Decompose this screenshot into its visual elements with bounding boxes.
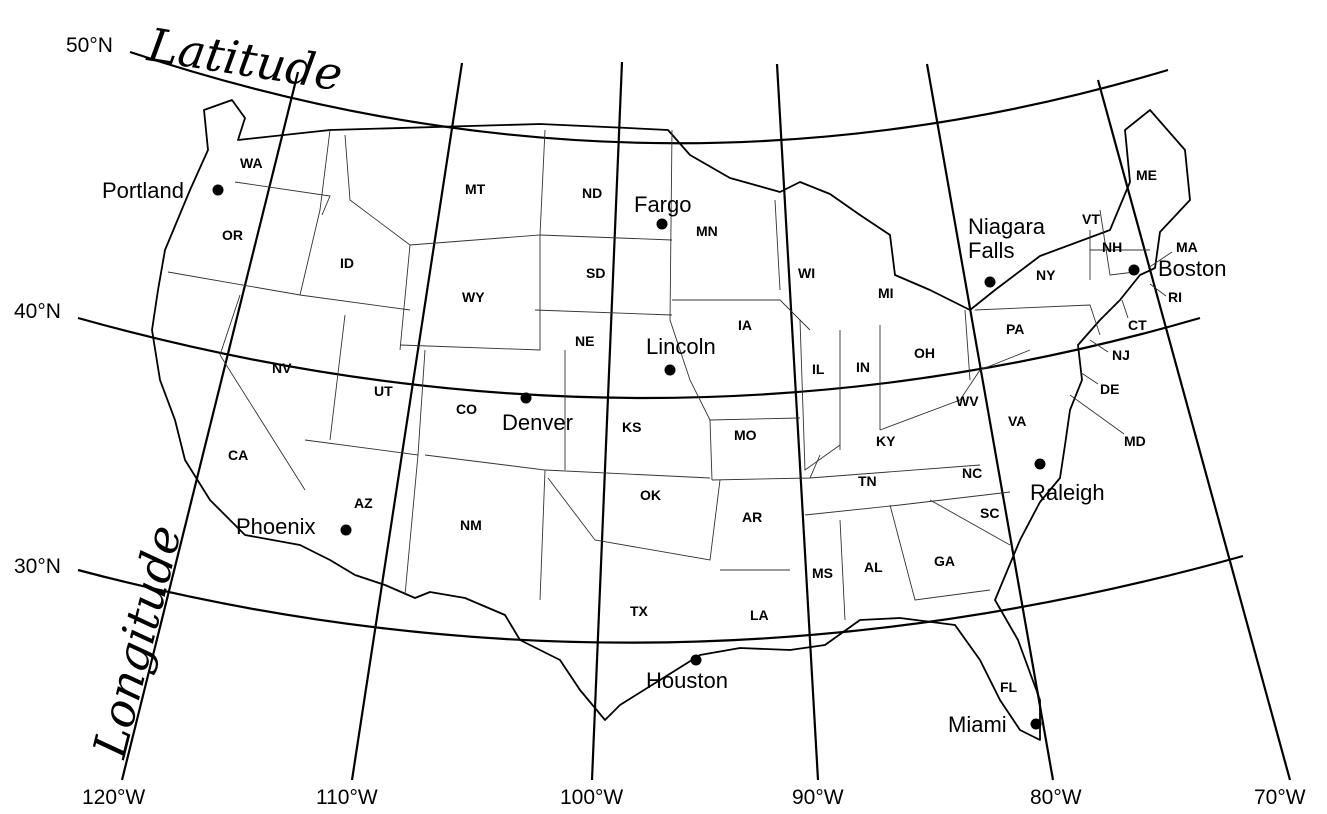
state-labels: WA OR CA ID NV MT WY UT AZ CO NM ND SD N…	[222, 155, 1198, 695]
city-dot-houston	[690, 654, 702, 666]
state-label: ME	[1136, 167, 1157, 183]
longitude-line-120w	[120, 71, 300, 781]
city-label-lincoln: Lincoln	[646, 334, 716, 359]
longitude-line-110w	[350, 62, 464, 781]
city-dot-miami	[1030, 718, 1042, 730]
longitude-line-90w	[775, 63, 820, 781]
city-label-phoenix: Phoenix	[236, 514, 316, 539]
latitude-line-30n	[77, 554, 1244, 644]
longitude-line-100w	[590, 61, 624, 781]
latitude-line-40n	[77, 316, 1201, 400]
longitude-label-80w: 80°W	[1030, 786, 1082, 809]
city-label-houston: Houston	[646, 668, 728, 693]
us-outline	[151, 99, 1191, 741]
longitude-line-70w	[1096, 79, 1292, 781]
state-label: WY	[462, 289, 485, 305]
state-label: ND	[582, 185, 602, 201]
state-label: CA	[228, 447, 248, 463]
longitude-labels: 120°W 110°W 100°W 90°W 80°W 70°W	[82, 786, 1306, 809]
state-label: WV	[956, 393, 979, 409]
state-label: NC	[962, 465, 982, 481]
latitude-lines	[77, 50, 1244, 644]
city-dot-portland	[212, 184, 224, 196]
city-label-boston: Boston	[1158, 256, 1227, 281]
longitude-line-80w	[925, 63, 1055, 781]
latitude-title: Latitude	[143, 17, 346, 101]
state-label: NJ	[1112, 347, 1130, 363]
state-label: KY	[876, 433, 896, 449]
state-label: UT	[374, 383, 393, 399]
longitude-lines	[120, 61, 1292, 781]
latitude-line-50n	[129, 50, 1169, 145]
state-label: MO	[734, 427, 757, 443]
state-label: AR	[742, 509, 762, 525]
longitude-label-120w: 120°W	[82, 786, 145, 809]
state-label: MN	[696, 223, 718, 239]
state-label: FL	[1000, 679, 1018, 695]
state-label: LA	[750, 607, 769, 623]
city-dot-fargo	[656, 218, 668, 230]
state-label: AZ	[354, 495, 373, 511]
state-label: NM	[460, 517, 482, 533]
state-label: WA	[240, 155, 263, 171]
city-dot-lincoln	[664, 364, 676, 376]
longitude-label-70w: 70°W	[1254, 786, 1306, 809]
state-label: CT	[1128, 317, 1147, 333]
state-label: NY	[1036, 267, 1056, 283]
state-label: ID	[340, 255, 354, 271]
city-label-portland: Portland	[102, 178, 184, 203]
state-label: PA	[1006, 321, 1024, 337]
city-dot-raleigh	[1034, 458, 1046, 470]
state-label: NV	[272, 360, 292, 376]
city-dot-niagara-falls	[984, 276, 996, 288]
state-label: MT	[465, 181, 486, 197]
city-dot-phoenix	[340, 524, 352, 536]
city-dot-boston	[1128, 264, 1140, 276]
longitude-label-90w: 90°W	[792, 786, 844, 809]
state-leader-lines	[1069, 251, 1173, 435]
state-label: SC	[980, 505, 999, 521]
city-markers	[212, 184, 1140, 730]
state-label: IL	[812, 361, 825, 377]
city-label-denver: Denver	[502, 410, 573, 435]
state-label: TX	[630, 603, 649, 619]
city-label-raleigh: Raleigh	[1030, 480, 1105, 505]
state-label: IN	[856, 359, 870, 375]
city-label-fargo: Fargo	[634, 192, 691, 217]
state-label: TN	[858, 473, 877, 489]
state-label: IA	[738, 317, 752, 333]
state-label: CO	[456, 401, 477, 417]
state-label: MD	[1124, 433, 1146, 449]
state-label: MS	[812, 565, 833, 581]
latitude-labels: 50°N 40°N 30°N	[14, 34, 113, 578]
state-label: RI	[1168, 289, 1182, 305]
state-label: SD	[586, 265, 605, 281]
state-label: AL	[864, 559, 883, 575]
longitude-label-100w: 100°W	[560, 786, 623, 809]
latitude-label-30n: 30°N	[14, 555, 61, 578]
state-label: WI	[798, 265, 815, 281]
latitude-label-50n: 50°N	[66, 34, 113, 57]
state-label: GA	[934, 553, 955, 569]
state-label: VT	[1082, 211, 1100, 227]
state-label: OH	[914, 345, 935, 361]
state-label: MI	[878, 285, 894, 301]
latitude-label-40n: 40°N	[14, 300, 61, 323]
longitude-title: Longitude	[82, 520, 192, 764]
state-label: NE	[575, 333, 594, 349]
state-label: DE	[1100, 381, 1119, 397]
state-boundaries	[167, 129, 1150, 621]
state-label: VA	[1008, 413, 1026, 429]
state-label: OK	[640, 487, 661, 503]
state-label: KS	[622, 419, 641, 435]
state-label: OR	[222, 227, 243, 243]
state-label: NH	[1102, 239, 1122, 255]
state-label: MA	[1176, 239, 1198, 255]
longitude-label-110w: 110°W	[316, 786, 378, 809]
city-label-miami: Miami	[948, 712, 1007, 737]
city-dot-denver	[520, 392, 532, 404]
